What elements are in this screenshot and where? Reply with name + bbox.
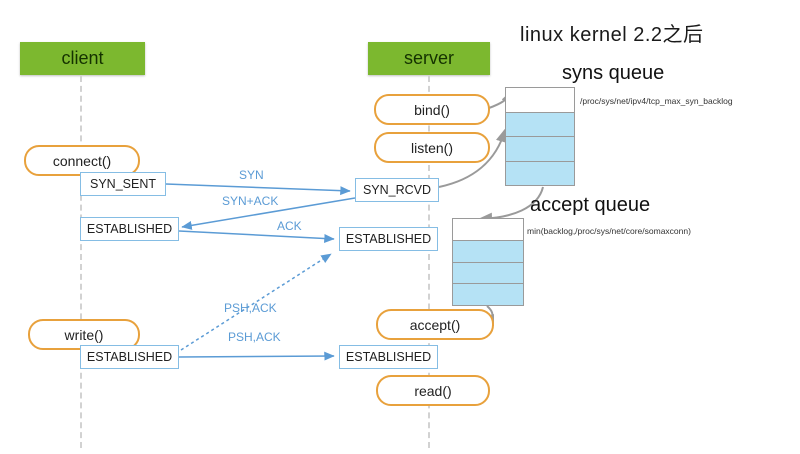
syn-label: SYN (239, 168, 264, 182)
psh-ack-upper-label: PSH,ACK (224, 301, 277, 315)
client-state-established-1: ESTABLISHED (80, 217, 179, 241)
client-lifeline (80, 76, 82, 448)
psh-ack-arrow (178, 351, 335, 361)
syns-queue (505, 87, 575, 186)
diagram-title: linux kernel 2.2之后 (520, 24, 704, 46)
server-lane-header: server (368, 42, 490, 75)
client-lane-header: client (20, 42, 145, 75)
server-state-established-2: ESTABLISHED (339, 345, 438, 369)
accept-queue-label: accept queue (530, 194, 651, 216)
syn-ack-label: SYN+ACK (222, 194, 279, 208)
accept-queue-note: min(backlog,/proc/sys/net/core/somaxconn… (527, 226, 691, 236)
client-state-syn-sent: SYN_SENT (80, 172, 166, 196)
syns-queue-slot (505, 136, 575, 162)
read-call: read() (376, 375, 490, 406)
server-state-syn-rcvd: SYN_RCVD (355, 178, 439, 202)
accept-queue-slot (452, 239, 524, 263)
bind-call: bind() (374, 94, 490, 125)
connect-call: connect() (24, 145, 140, 176)
syns-queue-label: syns queue (562, 62, 665, 84)
syn-arrow (165, 183, 351, 196)
server-state-established-1: ESTABLISHED (339, 227, 438, 251)
ack-arrow (178, 230, 335, 243)
listen-call: listen() (374, 132, 490, 163)
ack-label: ACK (277, 219, 302, 233)
syns-queue-slot (505, 160, 575, 186)
accept-call: accept() (376, 309, 494, 340)
psh-ack-lower-label: PSH,ACK (228, 330, 281, 344)
client-state-established-2: ESTABLISHED (80, 345, 179, 369)
accept-queue (452, 218, 524, 306)
server-lifeline (428, 76, 430, 448)
syns-queue-note: /proc/sys/net/ipv4/tcp_max_syn_backlog (580, 96, 733, 106)
accept-queue-slot-empty (452, 218, 524, 241)
accept-queue-slot (452, 261, 524, 285)
syns-queue-slot-empty (505, 87, 575, 113)
syns-queue-slot (505, 111, 575, 137)
accept-queue-slot (452, 283, 524, 306)
